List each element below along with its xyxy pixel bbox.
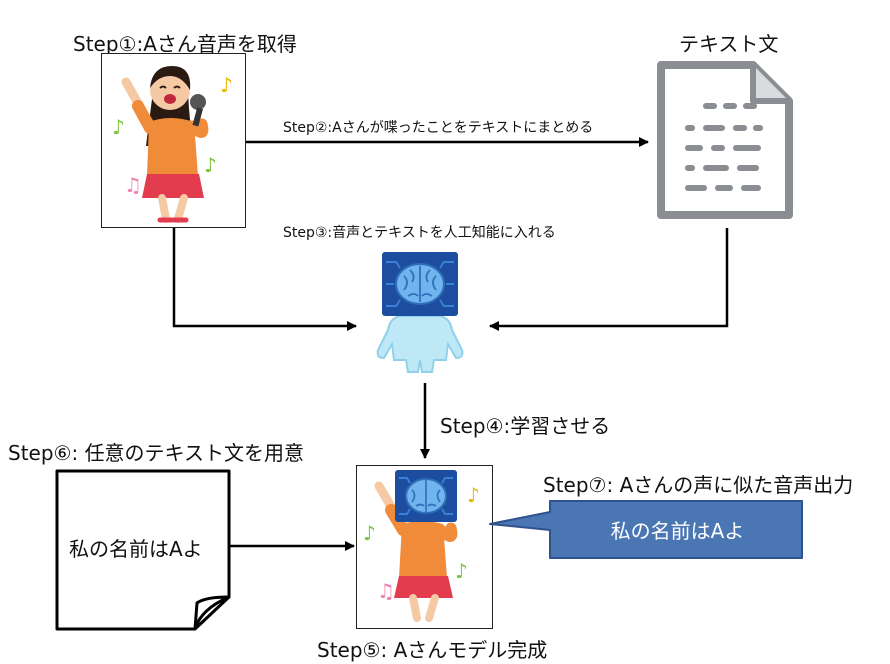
step3-label: Step③:音声とテキストを人工知能に入れる [283, 225, 556, 241]
step4-label: Step④:学習させる [440, 414, 611, 438]
singer-illustration-box: ♪ ♪ ♪ ♫ [101, 53, 246, 228]
svg-text:♪: ♪ [363, 521, 376, 545]
text-doc-label: テキスト文 [679, 32, 779, 56]
step6-label: Step⑥: 任意のテキスト文を用意 [8, 441, 304, 465]
arrow-document-to-ai [489, 228, 729, 331]
folded-note: 私の名前はAよ [55, 469, 231, 631]
ai-singer-model-icon: ♪ ♪ ♪ ♫ [363, 470, 480, 622]
text-document [655, 59, 795, 221]
text-document-icon [657, 61, 793, 219]
svg-text:♫: ♫ [377, 579, 395, 603]
ai-singer-model-box: ♪ ♪ ♪ ♫ [356, 465, 493, 629]
speech-callout [489, 500, 803, 559]
ai-robot [370, 248, 470, 373]
svg-text:♪: ♪ [467, 483, 480, 507]
folded-note-icon [55, 469, 231, 631]
ai-robot-icon [376, 252, 464, 373]
step5-label: Step⑤: Aさんモデル完成 [317, 638, 548, 662]
note-text: 私の名前はAよ [69, 537, 203, 561]
step7-label: Step⑦: Aさんの声に似た音声出力 [543, 473, 854, 497]
svg-text:♪: ♪ [204, 153, 217, 177]
svg-text:♪: ♪ [455, 559, 468, 583]
speech-output-text: 私の名前はAよ [610, 518, 745, 543]
svg-text:♪: ♪ [220, 73, 233, 97]
singer-illustration-icon: ♪ ♪ ♪ ♫ [112, 66, 233, 223]
step1-label: Step①:Aさん音声を取得 [73, 32, 297, 56]
svg-text:♫: ♫ [124, 173, 142, 197]
arrow-singer-to-ai [172, 228, 357, 331]
step2-label: Step②:Aさんが喋ったことをテキストにまとめる [283, 120, 594, 136]
svg-text:♪: ♪ [112, 115, 125, 139]
music-note-icon: ♪ ♪ ♪ ♫ [112, 73, 233, 197]
